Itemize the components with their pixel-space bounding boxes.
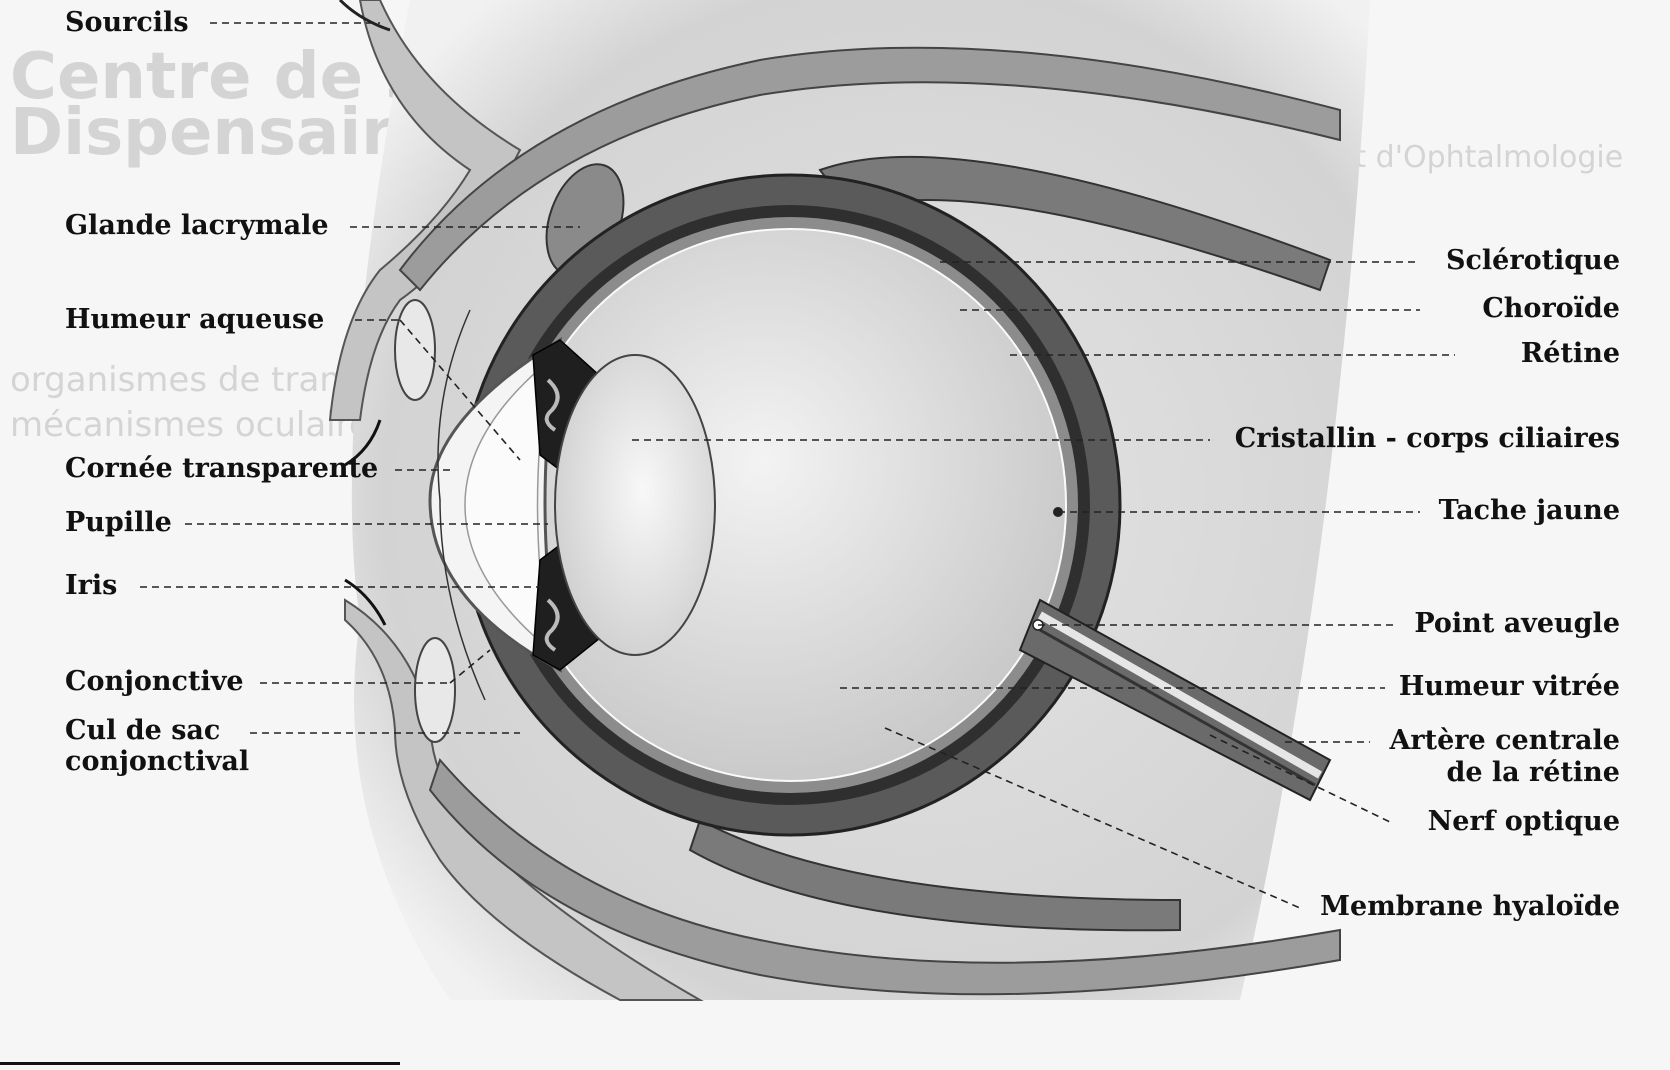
label-sourcils: Sourcils xyxy=(65,7,189,38)
label-cristallin-corps-ciliaires: Cristallin - corps ciliaires xyxy=(1234,423,1620,454)
lens xyxy=(554,354,716,656)
label-humeur-vitree: Humeur vitrée xyxy=(1398,671,1620,702)
label-tache-jaune: Tache jaune xyxy=(1438,495,1620,526)
label-cul-de-sac: Cul de sac xyxy=(65,715,221,746)
label-membrane-hyaloide: Membrane hyaloïde xyxy=(1320,891,1620,922)
label-conjonctive: Conjonctive xyxy=(65,666,244,697)
label-conjonctival: conjonctival xyxy=(65,746,250,777)
lower-eyelash xyxy=(344,578,387,626)
inferior-rectus xyxy=(688,818,1181,932)
label-iris: Iris xyxy=(65,570,118,601)
ghost-text-2: Dispensaire xyxy=(10,96,437,170)
label-sclerotique: Sclérotique xyxy=(1445,245,1620,276)
label-pupille: Pupille xyxy=(65,507,172,538)
label-point-aveugle: Point aveugle xyxy=(1414,608,1620,639)
lower-muscle xyxy=(428,758,1341,996)
label-retine: Rétine xyxy=(1520,338,1620,369)
leader-lines xyxy=(140,22,1455,909)
label-nerf-optique: Nerf optique xyxy=(1427,806,1620,837)
superior-rectus xyxy=(818,155,1332,292)
upper-eyelid xyxy=(328,0,522,421)
anterior-chamber xyxy=(464,358,552,652)
label-humeur-aqueuse: Humeur aqueuse xyxy=(65,304,325,335)
label-de-la-retine: de la rétine xyxy=(1446,757,1620,788)
bottom-rule xyxy=(0,1062,400,1065)
label-choroide: Choroïde xyxy=(1482,293,1620,324)
upper-muscle xyxy=(398,46,1341,292)
ghost-text-5: mécanismes oculaires xyxy=(10,405,388,445)
upper-eyelash xyxy=(344,419,382,467)
eyebrow xyxy=(338,0,391,32)
label-glande-lacrymale: Glande lacrymale xyxy=(65,210,329,241)
label-cornee-transparente: Cornée transparente xyxy=(65,453,379,484)
label-artere-centrale: Artère centrale xyxy=(1389,725,1620,756)
